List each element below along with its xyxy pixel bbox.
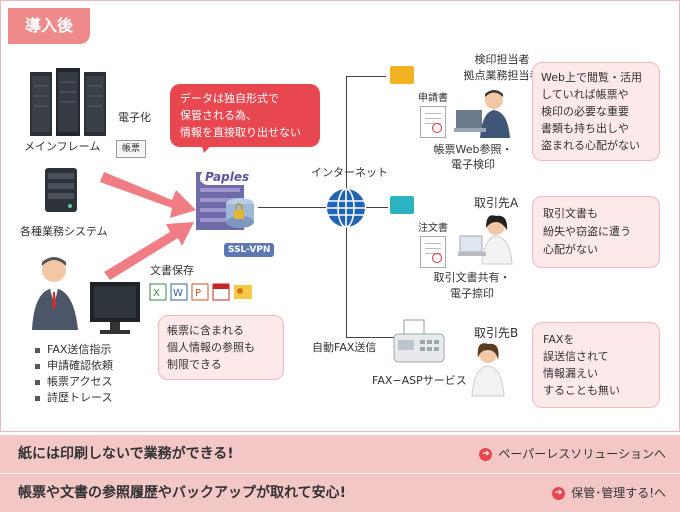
bubble-line: 保管される為、 bbox=[180, 109, 257, 122]
bubble-line: することも無い bbox=[543, 384, 620, 397]
operator-task-list: FAX送信指示 申請確認依頼 帳票アクセス 詩歴トレース bbox=[35, 342, 113, 406]
row1-doc-label: 申請書 bbox=[418, 93, 448, 104]
row3-bubble: FAXを 誤送信されて 情報漏えい することも無い bbox=[532, 322, 660, 408]
bubble-line: 制限できる bbox=[167, 358, 222, 371]
row2-caption-line: 電子捺印 bbox=[450, 287, 494, 300]
benefit-text: 紙には印刷しないで業務ができる! bbox=[18, 446, 234, 462]
arrow-to-paples-top bbox=[100, 172, 196, 218]
paperless-solution-link[interactable]: ➔ ペーパーレスソリューションへ bbox=[479, 435, 666, 473]
business-system-label: 各種業務システム bbox=[20, 225, 108, 238]
row3-title: 取引先B bbox=[474, 326, 519, 340]
row1-bubble: Web上で閲覧・活用 していれば帳票や 検印の必要な重要 書類も持ち出しや 盗ま… bbox=[532, 62, 660, 161]
office-file-icons: X W P bbox=[149, 283, 252, 301]
row2-caption-line: 取引文書共有・ bbox=[433, 271, 511, 284]
svg-text:P: P bbox=[195, 288, 201, 299]
digitize-label: 電子化 bbox=[118, 111, 151, 124]
globe-icon bbox=[327, 188, 365, 228]
bubble-line: 盗まれる心配がない bbox=[541, 139, 640, 152]
row2-bubble: 取引文書も 紛失や窃盗に遭う 心配がない bbox=[532, 196, 660, 268]
row2-doc-label: 注文書 bbox=[418, 223, 448, 234]
bubble-line: 誤送信されて bbox=[543, 350, 609, 363]
svg-text:X: X bbox=[153, 288, 160, 299]
bubble-line: 心配がない bbox=[543, 243, 598, 256]
bubble-line: データは独自形式で bbox=[180, 92, 279, 105]
mainframe-icon bbox=[30, 68, 106, 136]
auto-fax-label: 自動FAX送信 bbox=[312, 341, 377, 354]
link-label: ペーパーレスソリューションへ bbox=[498, 447, 666, 461]
folder-icon bbox=[390, 66, 414, 84]
bubble-line: 取引文書も bbox=[543, 207, 598, 220]
storage-management-link[interactable]: ➔ 保管･管理する!へ bbox=[552, 474, 666, 512]
row1-caption-line: 帳票Web参照・ bbox=[433, 143, 513, 156]
row2-caption: 取引文書共有・ 電子捺印 bbox=[432, 270, 512, 302]
storage-label: 文書保存 bbox=[150, 264, 194, 277]
bubble-line: 帳票に含まれる bbox=[167, 324, 244, 337]
bubble-tail bbox=[200, 140, 216, 153]
bubble-line: 情報を直接取り出せない bbox=[180, 126, 301, 139]
order-document-icon bbox=[420, 236, 446, 268]
operator-icon bbox=[32, 257, 140, 334]
ssl-vpn-badge: SSL-VPN bbox=[224, 243, 275, 257]
arrow-right-icon: ➔ bbox=[479, 448, 493, 461]
mainframe-label: メインフレーム bbox=[24, 140, 101, 153]
fax-machine-icon bbox=[393, 319, 445, 363]
line-to-row1 bbox=[346, 76, 386, 77]
privacy-bubble: 帳票に含まれる 個人情報の参照も 制限できる bbox=[158, 315, 284, 380]
arrow-to-paples-bottom bbox=[104, 222, 194, 280]
task-item-text: 詩歴トレース bbox=[47, 391, 113, 404]
bubble-line: 検印の必要な重要 bbox=[541, 105, 629, 118]
bubble-line: 個人情報の参照も bbox=[167, 341, 255, 354]
approver-icon bbox=[454, 90, 510, 138]
arrow-right-icon: ➔ bbox=[552, 487, 566, 500]
security-bubble: データは独自形式で 保管される為、 情報を直接取り出せない bbox=[170, 84, 320, 147]
fax-asp-label: FAX−ASPサービス bbox=[372, 374, 467, 387]
row1-title: 検印担当者 拠点業務担当者 bbox=[460, 52, 544, 84]
flow-arrows bbox=[100, 172, 196, 280]
bubble-line: 情報漏えい bbox=[543, 367, 598, 380]
line-to-internet bbox=[258, 207, 326, 208]
task-item-continued: 詩歴トレース bbox=[35, 390, 113, 406]
row1-title-line: 拠点業務担当者 bbox=[463, 69, 541, 82]
bubble-line: 書類も持ち出しや bbox=[541, 122, 629, 135]
folder-icon bbox=[390, 196, 414, 214]
row1-title-line: 検印担当者 bbox=[474, 53, 530, 66]
task-item: FAX送信指示 bbox=[35, 342, 113, 358]
page-title: 導入後 bbox=[8, 8, 90, 44]
task-item: 申請確認依頼 bbox=[35, 358, 113, 374]
client-b-icon bbox=[471, 343, 505, 397]
product-logo: Paples bbox=[200, 170, 255, 185]
benefit-bar-history: 帳票や文書の参照履歴やバックアップが取れて安心! ➔ 保管･管理する!へ bbox=[0, 474, 680, 512]
task-item: 帳票アクセス bbox=[35, 374, 113, 390]
svg-text:W: W bbox=[173, 288, 183, 299]
line-to-row2 bbox=[366, 207, 388, 208]
bubble-line: していれば帳票や bbox=[541, 88, 629, 101]
bubble-line: Web上で閲覧・活用 bbox=[541, 71, 642, 84]
client-a-icon bbox=[458, 215, 513, 265]
server-icon bbox=[45, 168, 77, 212]
benefit-bar-paperless: 紙には印刷しないで業務ができる! ➔ ペーパーレスソリューションへ bbox=[0, 435, 680, 473]
row1-caption-line: 電子検印 bbox=[451, 158, 495, 171]
row2-title: 取引先A bbox=[474, 196, 519, 210]
row1-caption: 帳票Web参照・ 電子検印 bbox=[430, 142, 516, 172]
line-to-row3 bbox=[346, 337, 408, 338]
benefit-text: 帳票や文書の参照履歴やバックアップが取れて安心! bbox=[18, 485, 346, 501]
link-label: 保管･管理する!へ bbox=[571, 486, 666, 500]
application-document-icon bbox=[420, 106, 446, 138]
bubble-line: FAXを bbox=[543, 333, 575, 346]
internet-label: インターネット bbox=[311, 166, 388, 179]
ledger-tag: 帳票 bbox=[116, 140, 146, 158]
bubble-line: 紛失や窃盗に遭う bbox=[543, 225, 631, 238]
